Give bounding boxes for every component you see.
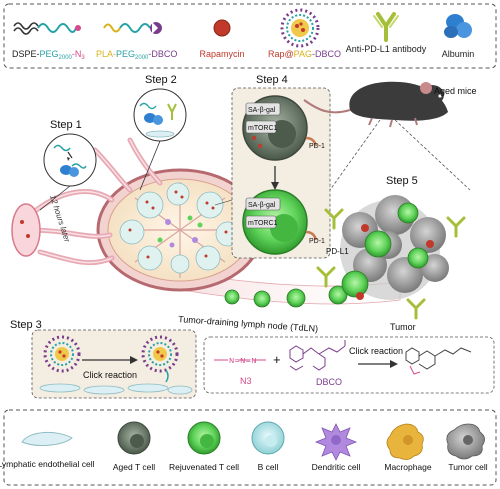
legend-rapamycin-label: Rapamycin — [199, 49, 244, 59]
step3-label: Step 3 — [10, 319, 42, 331]
lymphatic-endothelial-icon — [21, 432, 73, 446]
legend-albumin-label: Albumin — [442, 49, 475, 59]
antibody-icon — [373, 12, 399, 42]
legend-pla-label: PLA-PEG2000-DBCO — [96, 49, 177, 61]
aged-mouse-icon — [303, 81, 448, 128]
step3-right-nanoparticle — [141, 335, 179, 383]
tumor-mass — [340, 195, 449, 300]
legend-b-cell-label: B cell — [258, 462, 279, 472]
lymph-node — [96, 168, 264, 292]
injection-site — [11, 203, 41, 257]
azide-atoms: N=N=N — [229, 357, 256, 365]
legend-rejuv-t-label: Rejuvenated T cell — [169, 462, 239, 472]
step4-sa-top: SA-β-gal — [248, 107, 276, 114]
step4-sa-bottom: SA-β-gal — [248, 202, 276, 209]
top-legend-frame — [3, 3, 497, 69]
macrophage-icon — [386, 423, 424, 460]
albumin-icon — [444, 14, 472, 38]
step4-pd1-bottom: PD-1 — [309, 238, 325, 245]
legend-dspe-label: DSPE-PEG2000-N3 — [12, 49, 85, 61]
dendritic-cell-icon — [314, 423, 358, 461]
step2-label: Step 2 — [145, 74, 177, 86]
legend-macrophage-label: Macrophage — [384, 462, 432, 472]
pla-peg-dbco-icon — [103, 22, 162, 35]
pdl1-label: PD-L1 — [326, 247, 349, 256]
rapamycin-icon — [213, 19, 231, 37]
legend-aged-t-label: Aged T cell — [113, 462, 155, 472]
step3-left-nanoparticle — [43, 335, 81, 373]
step5-label: Step 5 — [386, 175, 418, 187]
aged-mice-label: Aged mice — [434, 86, 477, 96]
legend-lymphatic-label: Lymphatic endothelial cell — [0, 459, 95, 469]
legend-antibody-label: Anti-PD-L1 antibody — [346, 44, 427, 54]
lymph-node-label: Tumor-draining lymph node (TdLN) — [178, 314, 319, 334]
dbco-label: DBCO — [316, 377, 342, 387]
step4-pd1-top: PD-1 — [309, 143, 325, 150]
hours-later-label: 12 hours later — [48, 194, 72, 244]
step3-endothelium — [39, 383, 193, 395]
click-reaction-right: Click reaction — [349, 346, 403, 356]
dbco-structure — [289, 340, 346, 371]
tumor-antibodies — [316, 208, 466, 320]
step4-mtorc1-bottom: mTORC1 — [248, 220, 278, 227]
legend-nanoparticle-label: Rap@PAG-DBCO — [268, 49, 341, 59]
aged-t-cell-icon — [117, 421, 151, 455]
step2-zoom-circle — [133, 88, 187, 142]
step4-label: Step 4 — [256, 74, 288, 86]
rejuvenated-t-cell-icon — [187, 421, 221, 455]
step3-panel — [31, 329, 197, 399]
step4-aged-t-cell — [242, 95, 318, 161]
migrating-t-cells — [224, 285, 348, 308]
b-cell-icon — [251, 421, 285, 455]
plus-sign: + — [273, 352, 281, 367]
n3-label: N3 — [240, 376, 252, 386]
legend-dendritic-label: Dendritic cell — [312, 462, 361, 472]
tumor-cell-icon — [446, 423, 485, 460]
nanoparticle-icon — [280, 8, 320, 48]
triazole-product — [405, 347, 472, 375]
dspe-peg-n3-icon — [13, 22, 81, 35]
top-legend: DSPE-PEG2000-N3 PLA-PEG2000-DBCO Rapamyc… — [3, 3, 497, 69]
step1-label: Step 1 — [50, 119, 82, 131]
bottom-legend-frame — [3, 409, 497, 486]
step3-click-reaction: Click reaction — [83, 370, 137, 380]
legend-tumor-cell-label: Tumor cell — [448, 462, 487, 472]
step4-mtorc1-top: mTORC1 — [248, 125, 278, 132]
tumor-label: Tumor — [390, 322, 416, 332]
step1-zoom-circle — [43, 133, 97, 187]
step4-rejuvenated-t-cell — [242, 189, 318, 255]
